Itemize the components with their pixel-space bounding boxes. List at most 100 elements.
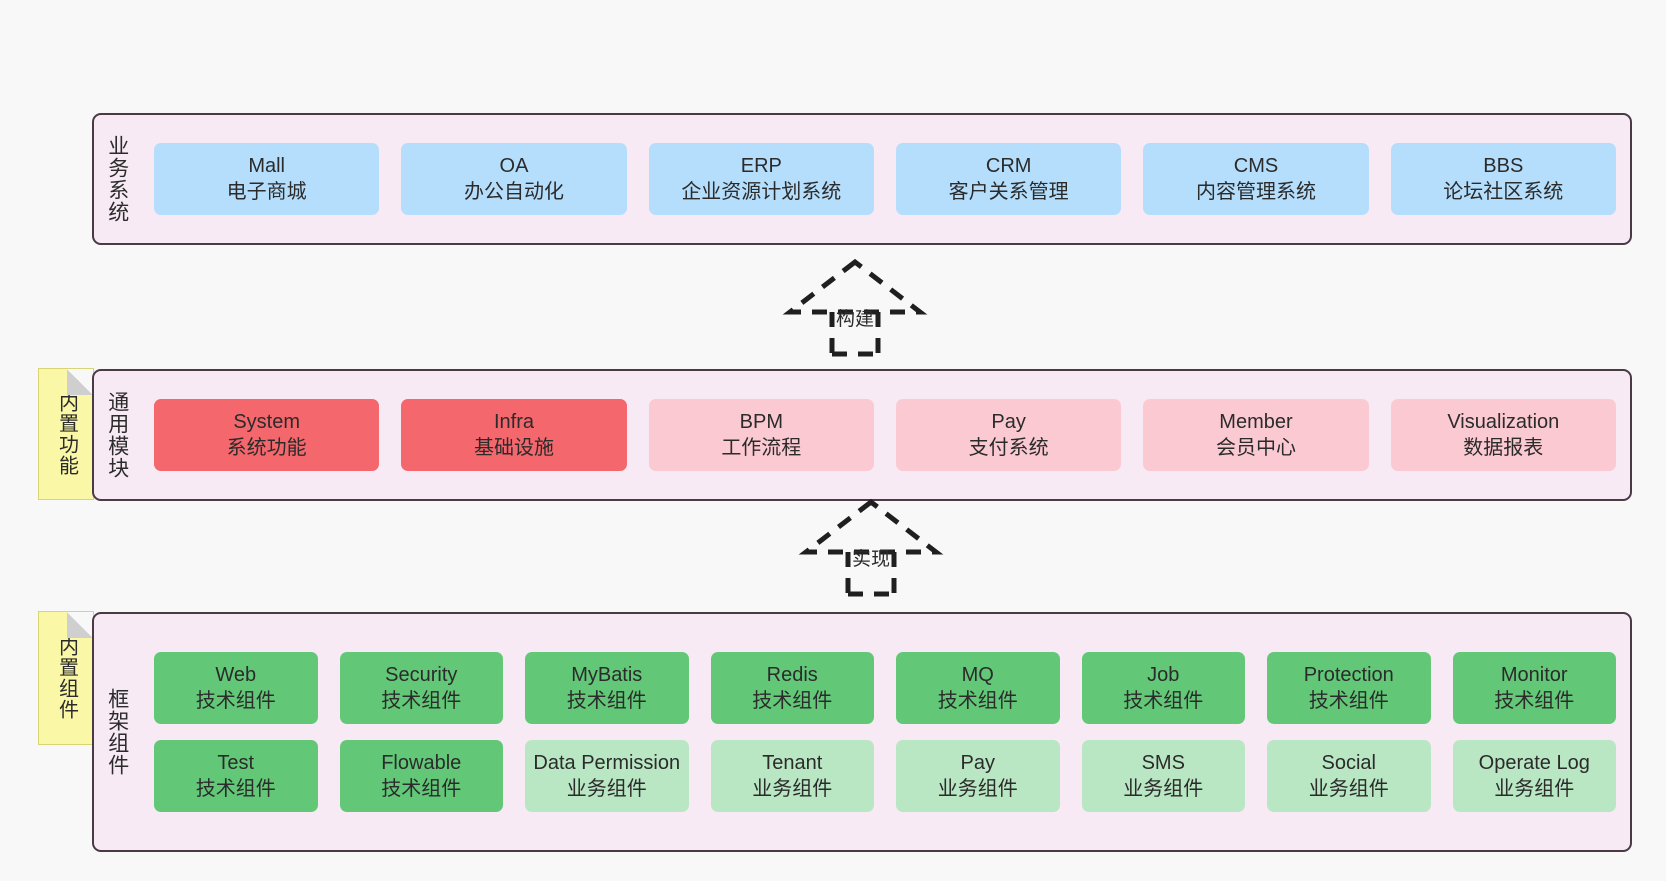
node-subtitle: 业务组件 [937, 778, 1018, 800]
node-subtitle: 业务组件 [566, 778, 647, 800]
node-title: Data Permission [533, 751, 681, 774]
layer-row: Web 技术组件 Security 技术组件 MyBatis 技术组件 Redi… [154, 652, 1616, 724]
layer-row: Test 技术组件 Flowable 技术组件 Data Permission … [154, 740, 1616, 812]
connector-label-build: 构建 [835, 309, 875, 330]
node-subtitle: 企业资源计划系统 [681, 181, 842, 203]
node-subtitle: 会员中心 [1215, 437, 1296, 459]
connector-realize: 实现 [786, 498, 956, 598]
node-subtitle: 技术组件 [381, 778, 462, 800]
node-security[interactable]: Security 技术组件 [339, 652, 503, 724]
node-operate-log[interactable]: Operate Log 业务组件 [1452, 740, 1616, 812]
arrow-shaft [845, 552, 897, 597]
node-title: Test [217, 751, 255, 774]
node-member[interactable]: Member 会员中心 [1143, 399, 1369, 471]
layer-label-common-modules: 通用模块 [105, 391, 129, 479]
node-subtitle: 技术组件 [937, 690, 1018, 712]
node-title: Flowable [381, 751, 462, 774]
node-subtitle: 技术组件 [752, 690, 833, 712]
node-subtitle: 业务组件 [1494, 778, 1575, 800]
node-title: Mall [248, 154, 285, 177]
node-title: MQ [961, 663, 994, 686]
note-label: 内置组件 [55, 636, 78, 720]
node-subtitle: 业务组件 [1123, 778, 1204, 800]
node-infra[interactable]: Infra 基础设施 [401, 399, 627, 471]
node-visualization[interactable]: Visualization 数据报表 [1390, 399, 1616, 471]
node-title: Member [1219, 410, 1293, 433]
node-title: SMS [1141, 751, 1185, 774]
note-builtin-components: 内置组件 [38, 611, 94, 745]
node-subtitle: 支付系统 [968, 437, 1049, 459]
node-subtitle: 论坛社区系统 [1443, 181, 1564, 203]
node-title: Pay [960, 751, 995, 774]
layer-body-common-modules: System 系统功能 Infra 基础设施 BPM 工作流程 Pay 支付系统… [140, 371, 1630, 499]
node-title: Redis [766, 663, 818, 686]
node-title: Operate Log [1478, 751, 1590, 774]
arrow-shaft [829, 312, 881, 357]
connector-build: 构建 [770, 258, 940, 358]
node-subtitle: 工作流程 [721, 437, 802, 459]
node-subtitle: 基础设施 [473, 437, 554, 459]
connector-label-realize: 实现 [851, 549, 891, 570]
node-system[interactable]: System 系统功能 [154, 399, 380, 471]
node-subtitle: 办公自动化 [463, 181, 564, 203]
node-subtitle: 技术组件 [381, 690, 462, 712]
node-title: Monitor [1500, 663, 1568, 686]
node-title: MyBatis [571, 663, 643, 686]
node-title: Visualization [1447, 410, 1560, 433]
node-pay-component[interactable]: Pay 业务组件 [896, 740, 1060, 812]
node-subtitle: 业务组件 [1308, 778, 1389, 800]
node-sms[interactable]: SMS 业务组件 [1081, 740, 1245, 812]
node-subtitle: 技术组件 [195, 778, 276, 800]
note-builtin-features: 内置功能 [38, 368, 94, 500]
node-mall[interactable]: Mall 电子商城 [154, 143, 380, 215]
node-erp[interactable]: ERP 企业资源计划系统 [648, 143, 874, 215]
node-flowable[interactable]: Flowable 技术组件 [339, 740, 503, 812]
node-job[interactable]: Job 技术组件 [1081, 652, 1245, 724]
node-title: Social [1321, 751, 1376, 774]
node-title: Tenant [762, 751, 823, 774]
layer-common-modules: 通用模块 System 系统功能 Infra 基础设施 BPM 工作流程 Pay… [92, 369, 1632, 501]
node-mybatis[interactable]: MyBatis 技术组件 [525, 652, 689, 724]
node-subtitle: 技术组件 [1123, 690, 1204, 712]
node-test[interactable]: Test 技术组件 [154, 740, 318, 812]
node-title: System [233, 410, 300, 433]
node-subtitle: 技术组件 [1494, 690, 1575, 712]
node-pay-module[interactable]: Pay 支付系统 [895, 399, 1122, 471]
node-data-permission[interactable]: Data Permission 业务组件 [525, 740, 689, 812]
layer-framework-components: 框架组件 Web 技术组件 Security 技术组件 MyBatis 技术组件… [92, 612, 1632, 852]
node-subtitle: 系统功能 [226, 437, 307, 459]
layer-row: Mall 电子商城 OA 办公自动化 ERP 企业资源计划系统 CRM 客户关系… [154, 143, 1616, 215]
node-subtitle: 业务组件 [752, 778, 833, 800]
node-title: Job [1147, 663, 1180, 686]
layer-label-framework-components: 框架组件 [105, 688, 129, 776]
node-title: Protection [1303, 663, 1394, 686]
node-subtitle: 技术组件 [566, 690, 647, 712]
layer-label-business-systems: 业务系统 [105, 135, 129, 223]
node-bpm[interactable]: BPM 工作流程 [648, 399, 874, 471]
node-oa[interactable]: OA 办公自动化 [401, 143, 627, 215]
node-web[interactable]: Web 技术组件 [154, 652, 318, 724]
layer-body-framework-components: Web 技术组件 Security 技术组件 MyBatis 技术组件 Redi… [140, 614, 1630, 850]
node-mq[interactable]: MQ 技术组件 [896, 652, 1060, 724]
node-title: BBS [1483, 154, 1524, 177]
node-subtitle: 内容管理系统 [1195, 181, 1316, 203]
node-crm[interactable]: CRM 客户关系管理 [895, 143, 1122, 215]
node-social[interactable]: Social 业务组件 [1267, 740, 1431, 812]
node-cms[interactable]: CMS 内容管理系统 [1143, 143, 1369, 215]
node-title: BPM [739, 410, 783, 433]
layer-business-systems: 业务系统 Mall 电子商城 OA 办公自动化 ERP 企业资源计划系统 CRM… [92, 113, 1632, 245]
node-subtitle: 电子商城 [226, 181, 307, 203]
node-subtitle: 技术组件 [1308, 690, 1389, 712]
node-title: Pay [991, 410, 1026, 433]
node-tenant[interactable]: Tenant 业务组件 [710, 740, 874, 812]
node-protection[interactable]: Protection 技术组件 [1267, 652, 1431, 724]
node-redis[interactable]: Redis 技术组件 [710, 652, 874, 724]
layer-row: System 系统功能 Infra 基础设施 BPM 工作流程 Pay 支付系统… [154, 399, 1616, 471]
node-title: CMS [1233, 154, 1279, 177]
note-label: 内置功能 [55, 392, 78, 476]
node-title: OA [499, 154, 529, 177]
node-bbs[interactable]: BBS 论坛社区系统 [1390, 143, 1616, 215]
node-title: Infra [493, 410, 534, 433]
node-monitor[interactable]: Monitor 技术组件 [1452, 652, 1616, 724]
